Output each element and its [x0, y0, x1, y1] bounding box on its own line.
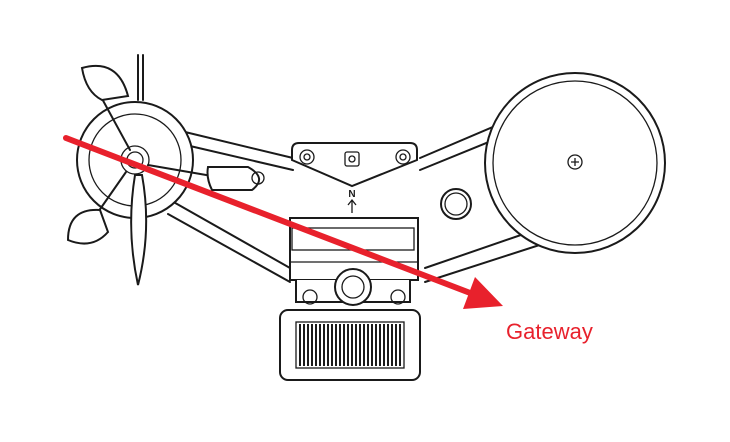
gateway-label: Gateway	[506, 319, 593, 344]
solar-panel-icon	[279, 309, 421, 381]
anemometer-cups-icon	[66, 54, 265, 286]
gateway-arrow	[63, 135, 503, 309]
north-arrow-icon: N	[347, 189, 357, 213]
svg-text:N: N	[348, 189, 355, 200]
rain-gauge-icon	[484, 72, 666, 254]
support-frame	[167, 111, 556, 283]
sensor-port	[440, 188, 472, 220]
top-mount-block	[291, 142, 418, 188]
